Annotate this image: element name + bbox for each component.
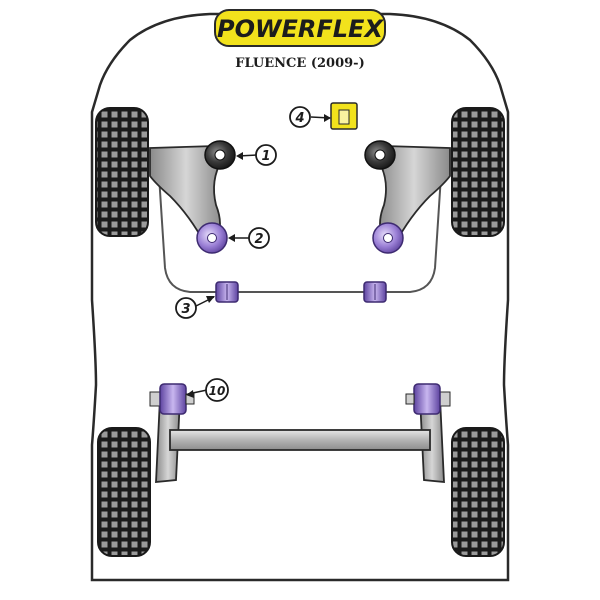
bush-1-right (364, 140, 396, 170)
callout-4: 4 (289, 106, 311, 128)
brand-name: POWERFLEX (217, 15, 384, 43)
rear-left-tyre (97, 427, 151, 557)
rear-right-tyre (451, 427, 505, 557)
bush-2-right (372, 222, 404, 254)
callout-4-label: 4 (294, 111, 304, 126)
callout-2: 2 (248, 227, 270, 249)
front-left-tyre (95, 107, 149, 237)
callout-10: 10 (205, 378, 229, 402)
bush-10-left (149, 383, 195, 415)
callout-2-label: 2 (254, 232, 263, 247)
callout-3-label: 3 (181, 302, 190, 317)
front-anti-roll-bar (157, 159, 443, 293)
model-title: FLUENCE (2009-) (235, 56, 364, 71)
callout-arrowheads (186, 114, 331, 398)
part-4-engine-mount-insert (330, 102, 358, 130)
bush-1-left (204, 140, 236, 170)
bush-2-left (196, 222, 228, 254)
callout-3: 3 (175, 297, 197, 319)
powerflex-logo: POWERFLEX (214, 9, 386, 47)
callout-1-label: 1 (261, 149, 270, 164)
rear-torsion-beam (155, 397, 445, 483)
car-body-outline (90, 12, 510, 582)
bush-3-left (215, 281, 239, 303)
bush-10-right (405, 383, 451, 415)
bush-3-right (363, 281, 387, 303)
callout-1: 1 (255, 144, 277, 166)
front-right-tyre (451, 107, 505, 237)
callout-10-label: 10 (209, 384, 226, 398)
